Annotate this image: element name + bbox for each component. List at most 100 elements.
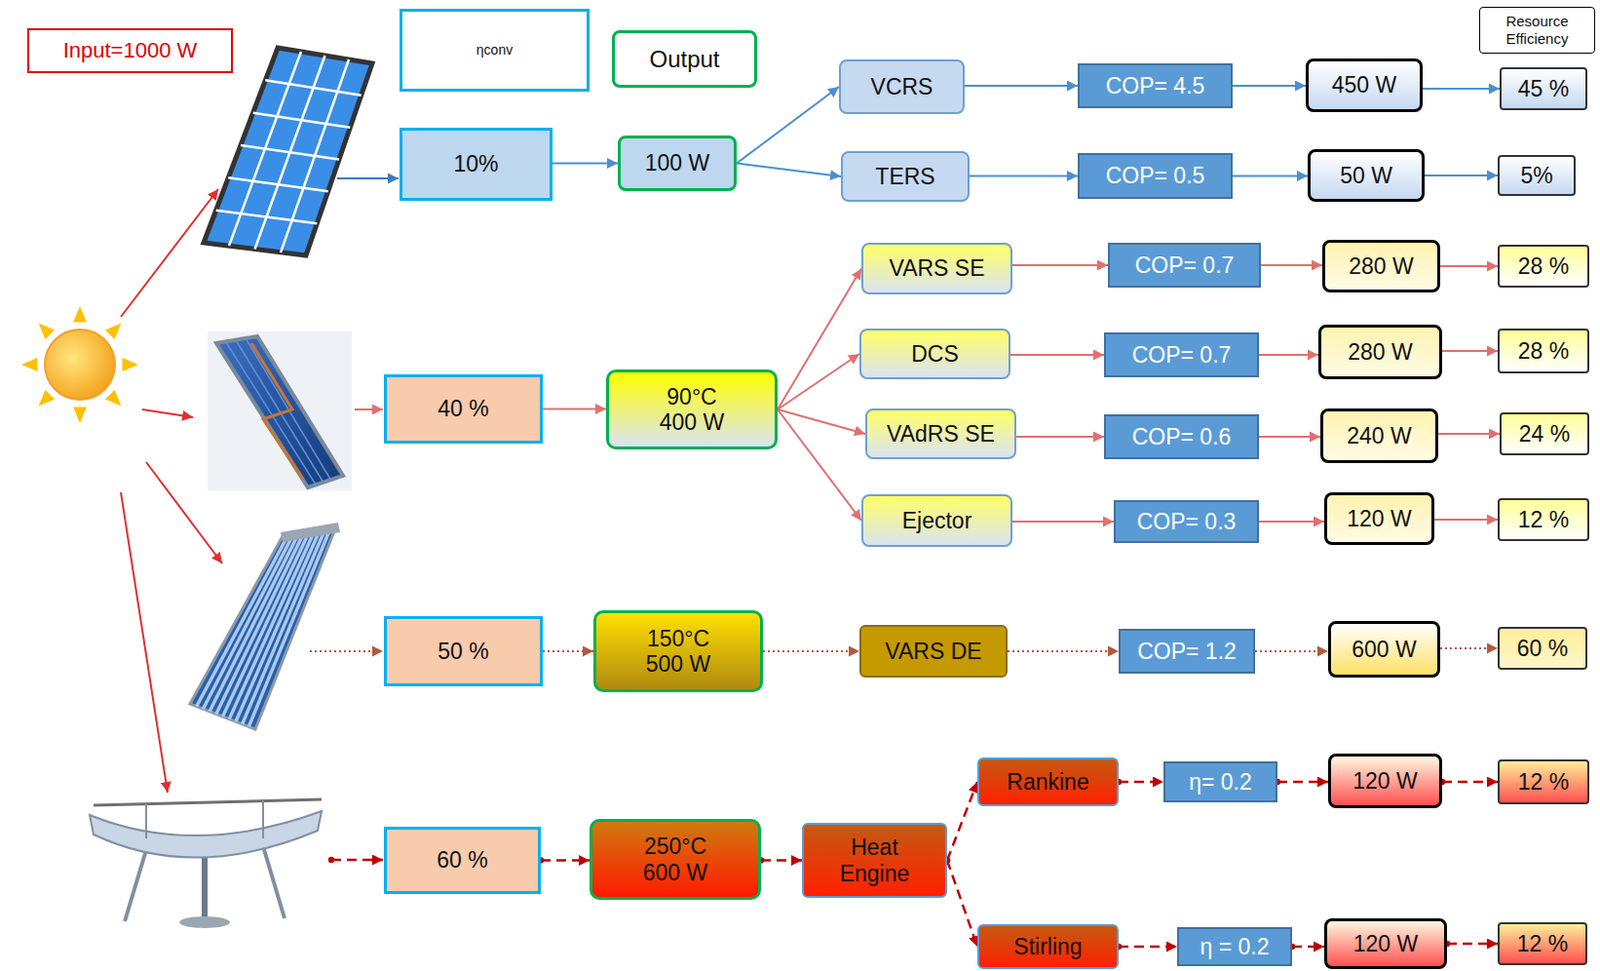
flow-arrow [1440, 647, 1498, 649]
node-text: COP= 0.7 [1132, 342, 1232, 368]
tube [235, 529, 321, 722]
output-box: 90°C400 W [606, 369, 778, 450]
collector-fin [245, 338, 332, 481]
flow-arrow [1258, 520, 1325, 523]
trough-base [179, 915, 230, 928]
node-text: ηconv [476, 41, 513, 58]
flow-arrow [1440, 265, 1498, 267]
flow-arrow [1434, 518, 1498, 521]
flow-arrow [1012, 264, 1108, 267]
sun [21, 305, 139, 423]
receiver-support [145, 802, 148, 839]
node-text: 450 W [1332, 72, 1397, 98]
flow-arrow [1260, 264, 1323, 267]
node-text: Ejector [902, 507, 973, 534]
efficiency-box: 28 % [1497, 244, 1590, 288]
system-box: VARS DE [859, 624, 1008, 678]
node-text: 100 W [645, 150, 710, 176]
power-box: 120 W [1328, 753, 1443, 808]
efficiency-box: 12 % [1497, 497, 1590, 541]
node-text: Output [648, 45, 720, 74]
flow-arrow [552, 162, 618, 165]
flow-arrow [777, 353, 860, 410]
system-box: TERS [840, 151, 970, 202]
trough-mirror [89, 810, 322, 858]
flow-arrow [777, 268, 862, 411]
node-text: 5% [1520, 162, 1553, 189]
cop-box: COP= 4.5 [1077, 63, 1233, 109]
node-text: Heat Engine [827, 834, 922, 886]
sun-arrow [120, 189, 219, 317]
node-text: 120 W [1352, 767, 1417, 794]
flow-arrow [1424, 174, 1498, 177]
header-box: Resource Efficiency [1479, 6, 1596, 54]
flow-arrow [1447, 942, 1498, 946]
system-box: DCS [859, 328, 1011, 380]
tube [228, 530, 315, 720]
evacuated-tube-collector [190, 522, 341, 729]
sun-arrow [120, 492, 168, 793]
node-text: COP= 1.2 [1137, 638, 1237, 664]
cooling-box: 280 W [1318, 324, 1443, 380]
node-text: 12 % [1518, 768, 1569, 795]
sun-ray [38, 389, 56, 407]
node-text: 45 % [1518, 76, 1569, 102]
flow-arrow [947, 781, 978, 861]
node-text: Resource Efficiency [1485, 12, 1589, 48]
system-box: VARS SE [861, 242, 1013, 295]
sun-ray [21, 357, 39, 372]
collector-plate [216, 336, 343, 488]
sun-ray [38, 323, 56, 341]
cooling-box: 450 W [1305, 58, 1423, 113]
node-text: VARS DE [884, 638, 982, 664]
cop-box: COP= 1.2 [1118, 628, 1256, 674]
node-text: 60 % [1517, 635, 1568, 661]
conversion-box: 60 % [383, 826, 541, 894]
flow-arrow [1292, 945, 1325, 949]
sun-ray [73, 305, 87, 323]
flow-arrow [1442, 780, 1498, 784]
header-box: Output [611, 30, 758, 88]
node-text: 250°C [644, 833, 707, 859]
flow-arrow [777, 409, 866, 434]
conversion-box: 40 % [383, 374, 543, 444]
flow-arrow [1016, 435, 1105, 438]
cooling-box: 120 W [1324, 492, 1435, 545]
flow-arrow [947, 860, 978, 948]
node-text: 50 W [1339, 162, 1393, 189]
conversion-box: 50 % [383, 615, 543, 686]
flow-arrow [736, 163, 841, 178]
flow-arrow [1118, 780, 1164, 784]
system-box: Ejector [861, 494, 1013, 547]
node-text: 280 W [1348, 253, 1413, 279]
efficiency-factor-box: η= 0.2 [1163, 761, 1278, 802]
power-box: 120 W [1324, 917, 1448, 969]
system-box: VCRS [838, 59, 965, 115]
sun-ray [122, 357, 140, 372]
flow-arrow [542, 408, 607, 411]
flow-arrow [762, 649, 860, 652]
node-text: DCS [911, 341, 959, 367]
flow-arrow [1277, 780, 1329, 784]
node-text: 40 % [437, 395, 489, 421]
efficiency-box: 60 % [1497, 626, 1588, 670]
collector-ground [207, 331, 352, 491]
sun-ray [105, 389, 122, 407]
node-text: 600 W [643, 859, 708, 885]
flow-arrow [1255, 649, 1329, 652]
flow-arrow [736, 86, 839, 164]
pv-grid-line [240, 145, 340, 160]
pv-grid-line [253, 113, 351, 128]
cop-box: COP= 0.3 [1113, 499, 1259, 543]
node-text: η= 0.2 [1188, 768, 1253, 795]
collector-arrow [337, 177, 399, 180]
collector-fins [226, 338, 332, 485]
node-text: 28 % [1518, 338, 1569, 364]
node-text: Stirling [1013, 933, 1082, 959]
input-box: Input=1000 W [27, 28, 233, 74]
node-text: Input=1000 W [63, 38, 198, 63]
cop-box: COP= 0.7 [1107, 242, 1261, 288]
flow-arrow [1442, 349, 1498, 352]
pv-grid-line [228, 177, 328, 191]
tube [248, 527, 331, 726]
